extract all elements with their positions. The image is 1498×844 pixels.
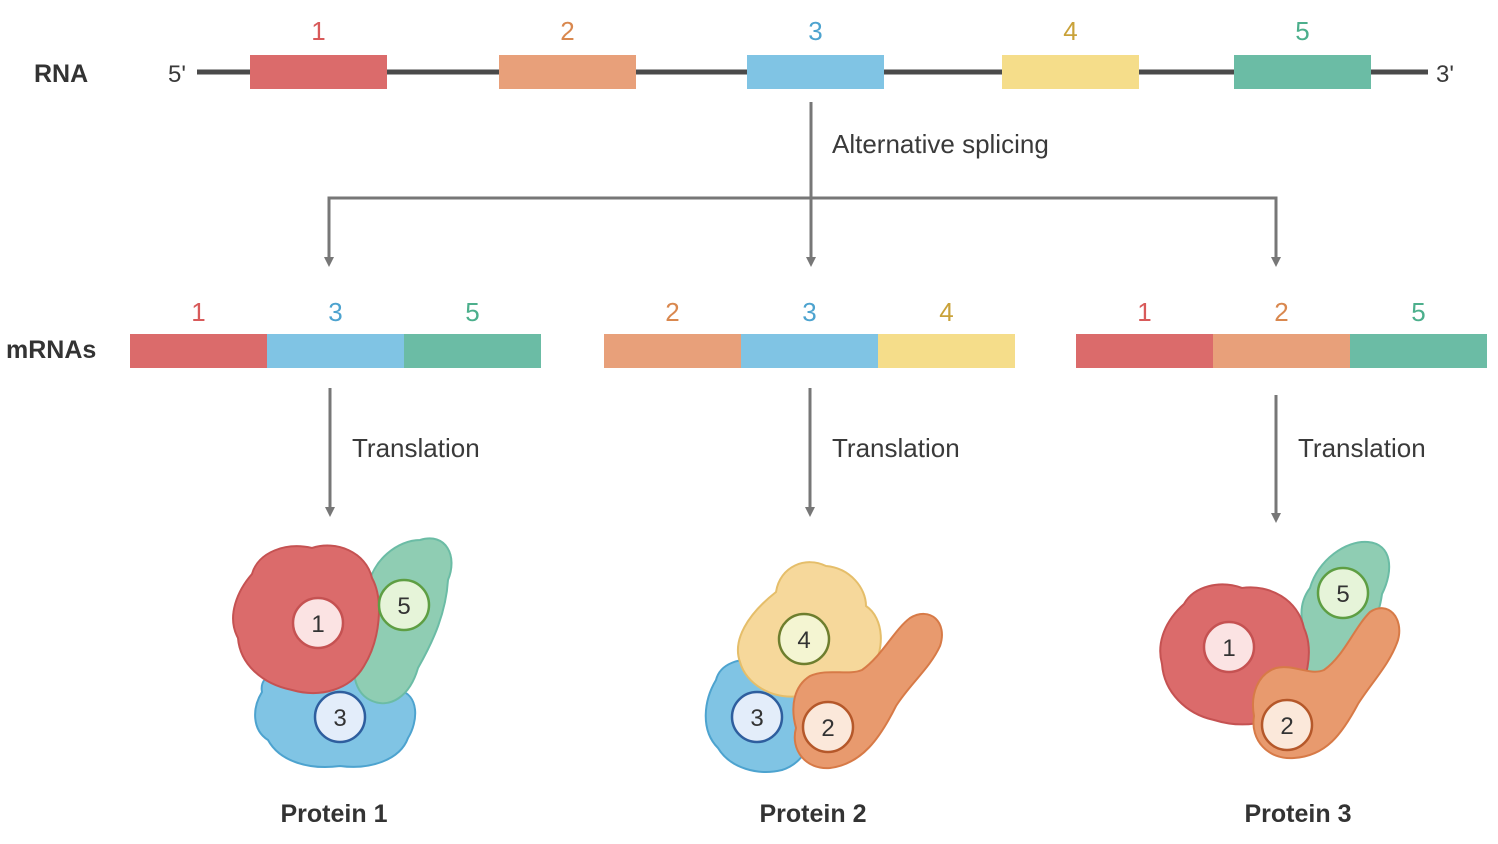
protein-2-domain-4-badge (777, 612, 831, 666)
mrna-3: 1 2 5 (1076, 297, 1487, 368)
mrna-2-exon-2-number: 2 (665, 297, 679, 327)
rna-label: RNA (34, 60, 88, 88)
mrna-2-exon-4-number: 4 (939, 297, 953, 327)
protein-1-domain-1-number: 1 (311, 611, 324, 638)
protein-2-domain-3-badge (730, 690, 784, 744)
mrna-1-exon-5 (404, 334, 541, 368)
mrna-1-exon-3-number: 3 (328, 297, 342, 327)
mrna-1-exon-1 (130, 334, 267, 368)
rna-exon-4 (1002, 55, 1139, 89)
mrna-2-exon-3 (741, 334, 878, 368)
rna-exon-2 (499, 55, 636, 89)
mrna-3-exon-5 (1350, 334, 1487, 368)
mrnas-label: mRNAs (6, 336, 96, 364)
mrna-1-exon-5-number: 5 (465, 297, 479, 327)
protein-3-domain-2-number: 2 (1280, 713, 1293, 740)
mrna-1: 1 3 5 (130, 297, 541, 368)
protein-1-domain-3-badge (313, 690, 367, 744)
rna-exons: 1 2 3 4 5 (250, 16, 1371, 89)
mrna-2-exon-3-number: 3 (802, 297, 816, 327)
protein-2-domain-2-badge (801, 700, 855, 754)
protein-3-domain-1-number: 1 (1222, 635, 1235, 662)
protein-1-domain-5-number: 5 (397, 593, 410, 620)
protein-2-domain-2-number: 2 (821, 715, 834, 742)
protein-3-domain-1-badge (1202, 620, 1256, 674)
protein-1: 1 5 3 (232, 537, 453, 768)
rna-exon-1 (250, 55, 387, 89)
mrna-1-exon-1-number: 1 (191, 297, 205, 327)
rna-exon-2-number: 2 (560, 16, 574, 46)
mrna-2: 2 3 4 (604, 297, 1015, 368)
translation-label-3: Translation (1298, 433, 1426, 463)
mrna-2-exon-2 (604, 334, 741, 368)
protein-2-domain-3-number: 3 (750, 705, 763, 732)
rna-exon-3-number: 3 (808, 16, 822, 46)
alternative-splicing-label: Alternative splicing (832, 129, 1049, 159)
protein-3-domain-2-badge (1260, 698, 1314, 752)
three-prime-label: 3' (1436, 61, 1454, 88)
rna-exon-3 (747, 55, 884, 89)
mrna-3-exon-1-number: 1 (1137, 297, 1151, 327)
five-prime-label: 5' (168, 61, 186, 88)
mrna-3-exon-2-number: 2 (1274, 297, 1288, 327)
mrna-3-exon-5-number: 5 (1411, 297, 1425, 327)
protein-2-label: Protein 2 (760, 800, 867, 828)
translation-label-2: Translation (832, 433, 960, 463)
translation-arrows (325, 388, 1281, 523)
mrna-3-exon-1 (1076, 334, 1213, 368)
protein-2: 4 3 2 (704, 561, 943, 773)
translation-label-1: Translation (352, 433, 480, 463)
protein-1-domain-3-number: 3 (333, 705, 346, 732)
splicing-branch (327, 196, 1278, 258)
mrna-2-exon-4 (878, 334, 1015, 368)
mrna-rows: 1 3 5 2 3 4 1 2 5 (130, 297, 1487, 368)
protein-1-label: Protein 1 (281, 800, 388, 828)
protein-3: 1 5 2 (1159, 540, 1401, 760)
protein-1-domain-1-badge (291, 596, 345, 650)
protein-2-domain-4-number: 4 (797, 627, 810, 654)
protein-3-domain-5-badge (1316, 566, 1370, 620)
rna-exon-5 (1234, 55, 1371, 89)
rna-exon-4-number: 4 (1063, 16, 1077, 46)
protein-3-domain-5-number: 5 (1336, 581, 1349, 608)
splicing-arrows (324, 102, 1281, 267)
rna-exon-1-number: 1 (311, 16, 325, 46)
rna-exon-5-number: 5 (1295, 16, 1309, 46)
protein-3-label: Protein 3 (1245, 800, 1352, 828)
mrna-3-exon-2 (1213, 334, 1350, 368)
mrna-1-exon-3 (267, 334, 404, 368)
protein-1-domain-5-badge (377, 578, 431, 632)
